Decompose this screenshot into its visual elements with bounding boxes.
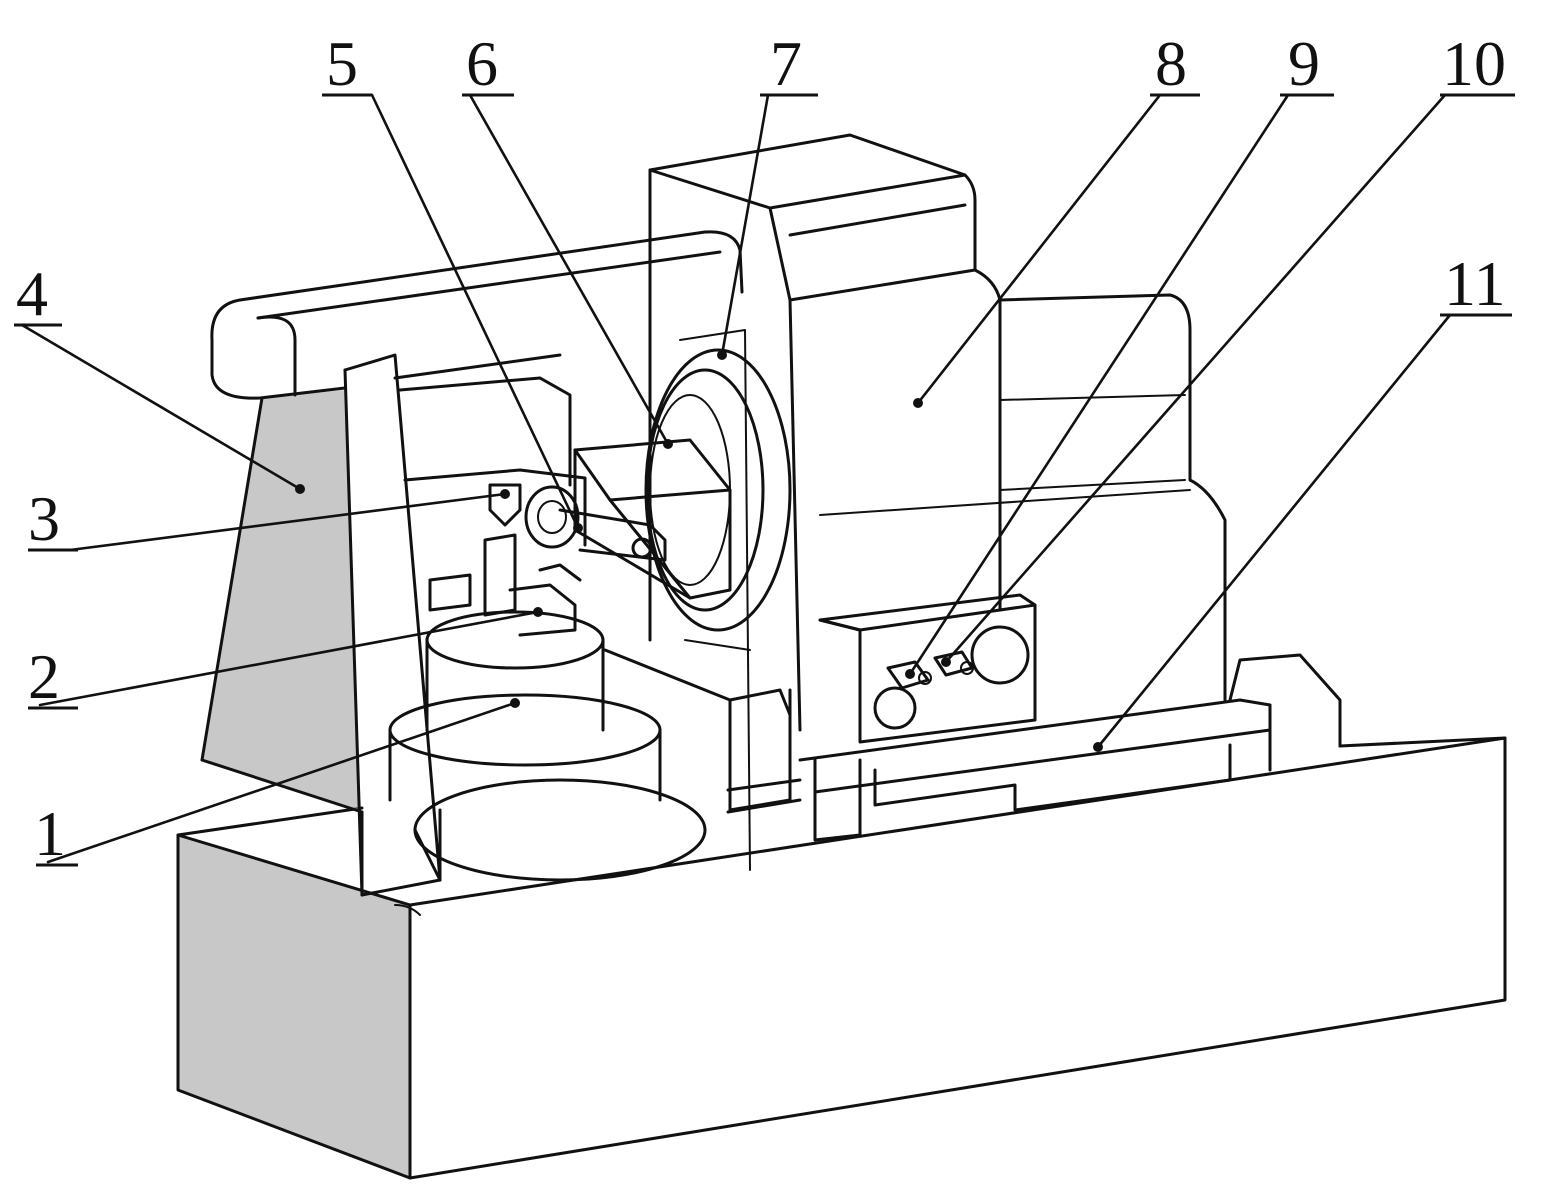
spindle-assembly	[398, 376, 667, 562]
column-8	[648, 133, 1227, 871]
callout-3: 3	[28, 483, 60, 554]
callout-11: 11	[1444, 248, 1506, 319]
rotary-table	[388, 533, 707, 882]
callout-8: 8	[1155, 28, 1187, 99]
callout-9: 9	[1288, 28, 1320, 99]
control-box	[818, 593, 1037, 744]
machine-bed	[176, 736, 1507, 1180]
callout-1: 1	[34, 798, 66, 869]
bed-slideway	[798, 653, 1342, 842]
callout-5: 5	[326, 28, 358, 99]
callouts: 1 2 3 4 5 6 7 8 9 10 11	[14, 28, 1515, 869]
callout-2: 2	[28, 641, 60, 712]
callout-4: 4	[16, 258, 48, 329]
callout-7: 7	[770, 28, 802, 99]
callout-10: 10	[1442, 28, 1506, 99]
grinding-head	[573, 348, 792, 632]
table-carriage	[603, 648, 802, 814]
callout-6: 6	[466, 28, 498, 99]
